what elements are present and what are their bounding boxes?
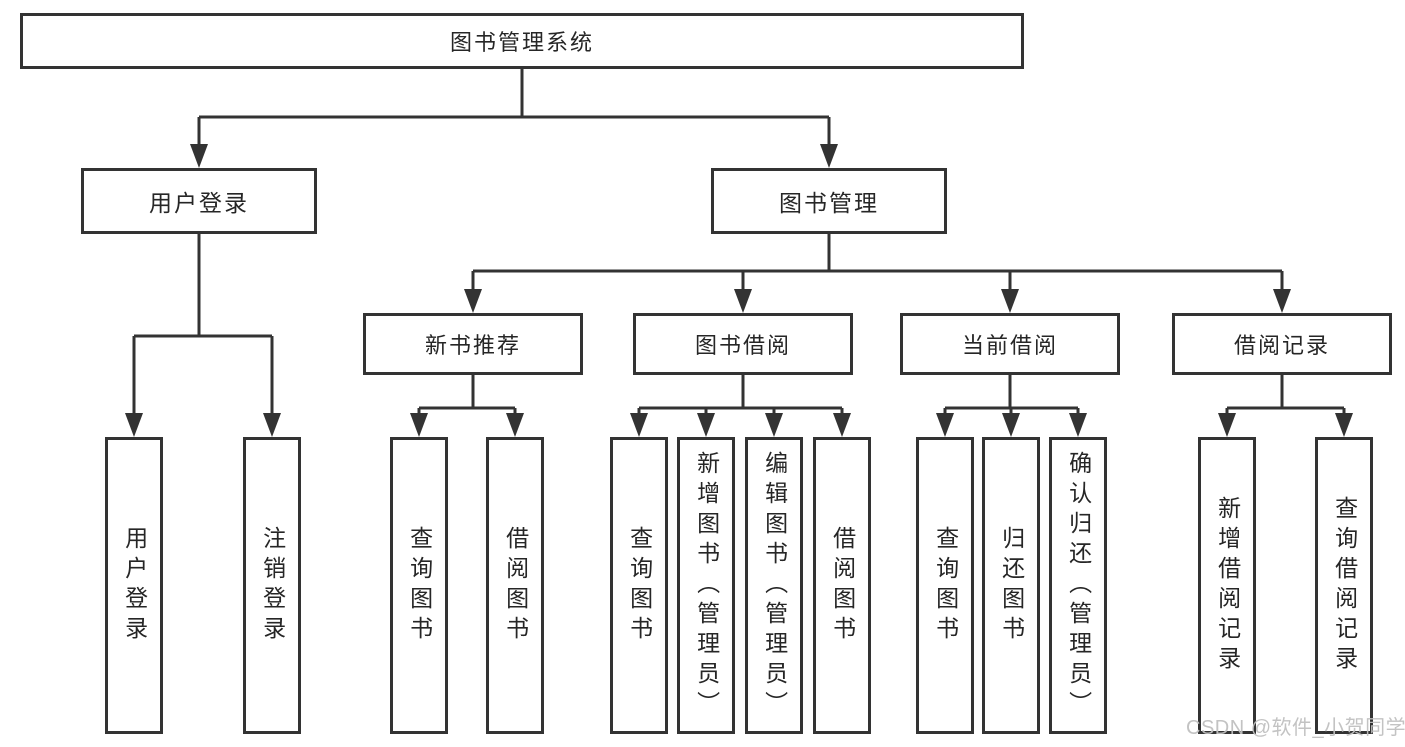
arrowheads [125,144,1353,437]
leaf-confirm-return-admin: 确认归还（管理员） [1049,437,1107,734]
node-new-book-recommend: 新书推荐 [363,313,583,375]
node-book-borrow: 图书借阅 [633,313,853,375]
leaf-query-books-recommend: 查询图书 [390,437,448,734]
leaf-user-login: 用户登录 [105,437,163,734]
leaf-edit-book-admin-label: 编辑图书（管理员） [761,450,788,721]
leaf-query-books-recommend-label: 查询图书 [406,525,433,646]
leaf-add-borrow-record: 新增借阅记录 [1198,437,1256,734]
leaf-query-borrow-record-label: 查询借阅记录 [1331,495,1358,676]
leaf-logout-label: 注销登录 [259,525,286,646]
node-book-management: 图书管理 [711,168,947,234]
leaf-return-book-label: 归还图书 [998,525,1025,646]
node-user-login: 用户登录 [81,168,317,234]
leaf-query-books-borrow-label: 查询图书 [626,525,653,646]
node-borrow-records: 借阅记录 [1172,313,1392,375]
leaf-borrow-books-label: 借阅图书 [829,525,856,646]
leaf-query-books-current-label: 查询图书 [932,525,959,646]
leaf-return-book: 归还图书 [982,437,1040,734]
leaf-confirm-return-admin-label: 确认归还（管理员） [1065,450,1092,721]
csdn-watermark: CSDN @软件_小贺同学 [1186,717,1405,739]
leaf-borrow-books: 借阅图书 [813,437,871,734]
leaf-add-book-admin: 新增图书（管理员） [677,437,735,734]
node-current-borrow: 当前借阅 [900,313,1120,375]
leaf-edit-book-admin: 编辑图书（管理员） [745,437,803,734]
leaf-logout: 注销登录 [243,437,301,734]
node-root-system: 图书管理系统 [20,13,1024,69]
leaf-query-books-current: 查询图书 [916,437,974,734]
leaf-add-book-admin-label: 新增图书（管理员） [693,450,720,721]
leaf-add-borrow-record-label: 新增借阅记录 [1214,495,1241,676]
leaf-borrow-books-recommend: 借阅图书 [486,437,544,734]
leaf-borrow-books-recommend-label: 借阅图书 [502,525,529,646]
leaf-query-borrow-record: 查询借阅记录 [1315,437,1373,734]
leaf-query-books-borrow: 查询图书 [610,437,668,734]
leaf-user-login-label: 用户登录 [121,525,148,646]
